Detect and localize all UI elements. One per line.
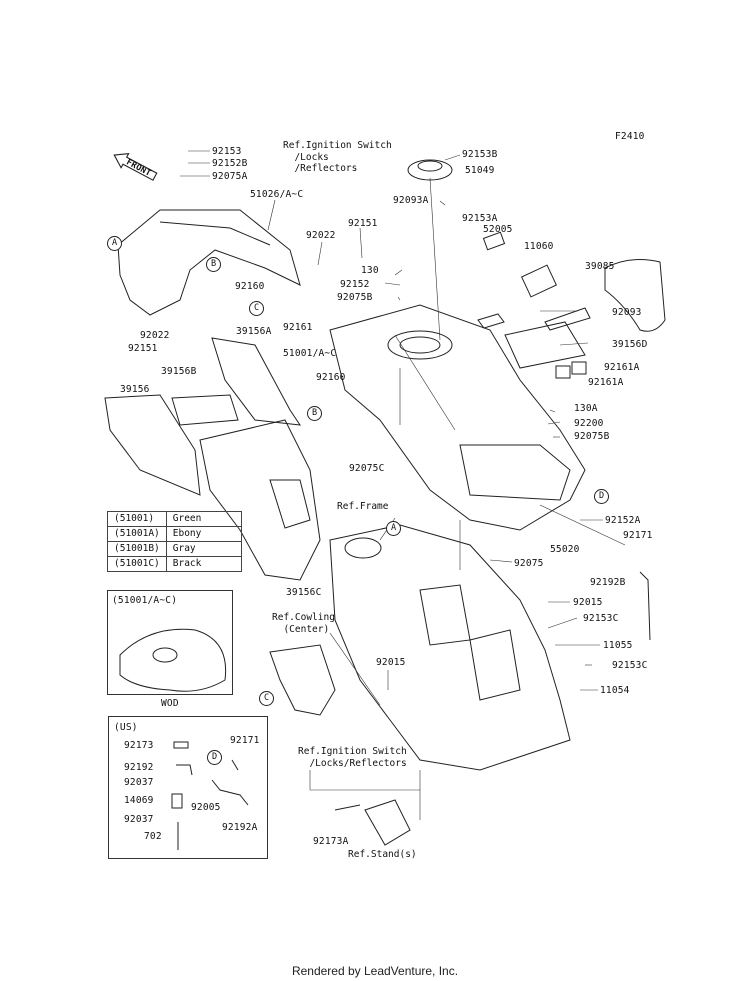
part-label-92093[interactable]: 92093 (612, 307, 642, 318)
us-part-92173[interactable]: 92173 (124, 740, 154, 751)
part-label-92171[interactable]: 92171 (623, 530, 653, 541)
color-code: (51001) (107, 511, 167, 527)
part-label-92153[interactable]: 92153 (212, 146, 242, 157)
us-part-14069[interactable]: 14069 (124, 795, 154, 806)
part-label-39156[interactable]: 39156 (120, 384, 150, 395)
ref-stands[interactable]: Ref.Stand(s) (348, 849, 417, 860)
part-label-92015[interactable]: 92015 (573, 597, 603, 608)
part-label-39156a[interactable]: 39156A (236, 326, 272, 337)
part-label-55020[interactable]: 55020 (550, 544, 580, 555)
part-label-39156b[interactable]: 39156B (161, 366, 197, 377)
color-table: (51001)Green (51001A)Ebony (51001B)Gray … (107, 511, 242, 572)
ref-ignition-switch-bottom[interactable]: Ref.Ignition Switch /Locks/Reflectors (298, 746, 407, 769)
part-label-52005[interactable]: 52005 (483, 224, 513, 235)
us-inset-box (108, 716, 268, 859)
part-label-92161a-1[interactable]: 92161A (604, 362, 640, 373)
part-label-92015-lower[interactable]: 92015 (376, 657, 406, 668)
part-label-92152[interactable]: 92152 (340, 279, 370, 290)
wod-caption: WOD (161, 698, 179, 709)
part-label-92160-lower[interactable]: 92160 (316, 372, 346, 383)
part-label-92022-left[interactable]: 92022 (140, 330, 170, 341)
part-label-92022[interactable]: 92022 (306, 230, 336, 241)
part-label-92200[interactable]: 92200 (574, 418, 604, 429)
part-label-92151[interactable]: 92151 (348, 218, 378, 229)
side-cover-shape (117, 209, 301, 316)
inner-panel-39156 (104, 394, 201, 496)
callout-c-upper: C (249, 301, 264, 316)
callout-b-lower: B (307, 406, 322, 421)
inner-panel-a (211, 337, 302, 426)
part-label-51049[interactable]: 51049 (465, 165, 495, 176)
ref-cowling-center[interactable]: Ref.Cowling (Center) (272, 612, 335, 635)
callout-b-upper: B (206, 257, 221, 272)
color-row: (51001B)Gray (107, 541, 242, 557)
us-part-92005[interactable]: 92005 (191, 802, 221, 813)
part-label-92075b[interactable]: 92075B (337, 292, 373, 303)
ref-ignition-switch-top[interactable]: Ref.Ignition Switch /Locks /Reflectors (283, 140, 392, 174)
part-label-92153c-2[interactable]: 92153C (612, 660, 648, 671)
wod-title: (51001/A~C) (112, 595, 178, 606)
footer-credit: Rendered by LeadVenture, Inc. (291, 964, 459, 978)
frame-shape (329, 524, 571, 771)
color-name: Ebony (165, 526, 242, 542)
color-name: Green (165, 511, 242, 527)
color-row: (51001)Green (107, 511, 242, 527)
part-label-130a[interactable]: 130A (574, 403, 598, 414)
part-label-92075a[interactable]: 92075A (212, 171, 248, 182)
part-label-92075c[interactable]: 92075C (349, 463, 385, 474)
part-label-11054[interactable]: 11054 (600, 685, 630, 696)
tank-pad-shape (604, 259, 666, 332)
color-row: (51001A)Ebony (107, 526, 242, 542)
callout-a-left: A (107, 236, 122, 251)
part-label-39156d[interactable]: 39156D (612, 339, 648, 350)
color-code: (51001B) (107, 541, 167, 557)
inner-panel-c (199, 419, 321, 581)
part-label-92075[interactable]: 92075 (514, 558, 544, 569)
part-label-92151-left[interactable]: 92151 (128, 343, 158, 354)
us-part-92037-lower[interactable]: 92037 (124, 814, 154, 825)
fuel-tank-shape (329, 304, 586, 531)
us-part-92171[interactable]: 92171 (230, 735, 260, 746)
part-label-92173a[interactable]: 92173A (313, 836, 349, 847)
part-label-130[interactable]: 130 (361, 265, 379, 276)
color-name: Gray (165, 541, 242, 557)
part-label-92161a-2[interactable]: 92161A (588, 377, 624, 388)
callout-a-frame: A (386, 521, 401, 536)
part-label-92152b[interactable]: 92152B (212, 158, 248, 169)
part-label-92152a[interactable]: 92152A (605, 515, 641, 526)
part-label-51001ac[interactable]: 51001/A~C (283, 348, 337, 359)
us-part-92192[interactable]: 92192 (124, 762, 154, 773)
cowling-shape (269, 644, 336, 716)
part-label-92075b-right[interactable]: 92075B (574, 431, 610, 442)
diagram-id: F2410 (615, 131, 645, 142)
part-label-39085[interactable]: 39085 (585, 261, 615, 272)
part-label-92093a[interactable]: 92093A (393, 195, 429, 206)
callout-d-right: D (594, 489, 609, 504)
part-label-92192b[interactable]: 92192B (590, 577, 626, 588)
callout-d-us: D (207, 750, 222, 765)
us-part-702[interactable]: 702 (144, 831, 162, 842)
part-label-92153a[interactable]: 92153A (462, 213, 498, 224)
color-row: (51001C)Brack (107, 556, 242, 572)
callout-c-lower: C (259, 691, 274, 706)
part-label-92161[interactable]: 92161 (283, 322, 313, 333)
color-code: (51001A) (107, 526, 167, 542)
part-label-92160[interactable]: 92160 (235, 281, 265, 292)
us-part-92192a[interactable]: 92192A (222, 822, 258, 833)
part-label-11055[interactable]: 11055 (603, 640, 633, 651)
wod-inset-box (107, 590, 233, 695)
part-label-51026ac[interactable]: 51026/A~C (250, 189, 304, 200)
part-label-39156c[interactable]: 39156C (286, 587, 322, 598)
part-label-92153c-1[interactable]: 92153C (583, 613, 619, 624)
color-name: Brack (165, 556, 242, 572)
inner-panel-b (171, 394, 239, 426)
part-label-92153b[interactable]: 92153B (462, 149, 498, 160)
ref-frame[interactable]: Ref.Frame (337, 501, 389, 512)
part-label-11060[interactable]: 11060 (524, 241, 554, 252)
us-part-92037[interactable]: 92037 (124, 777, 154, 788)
us-title: (US) (114, 722, 138, 733)
color-code: (51001C) (107, 556, 167, 572)
